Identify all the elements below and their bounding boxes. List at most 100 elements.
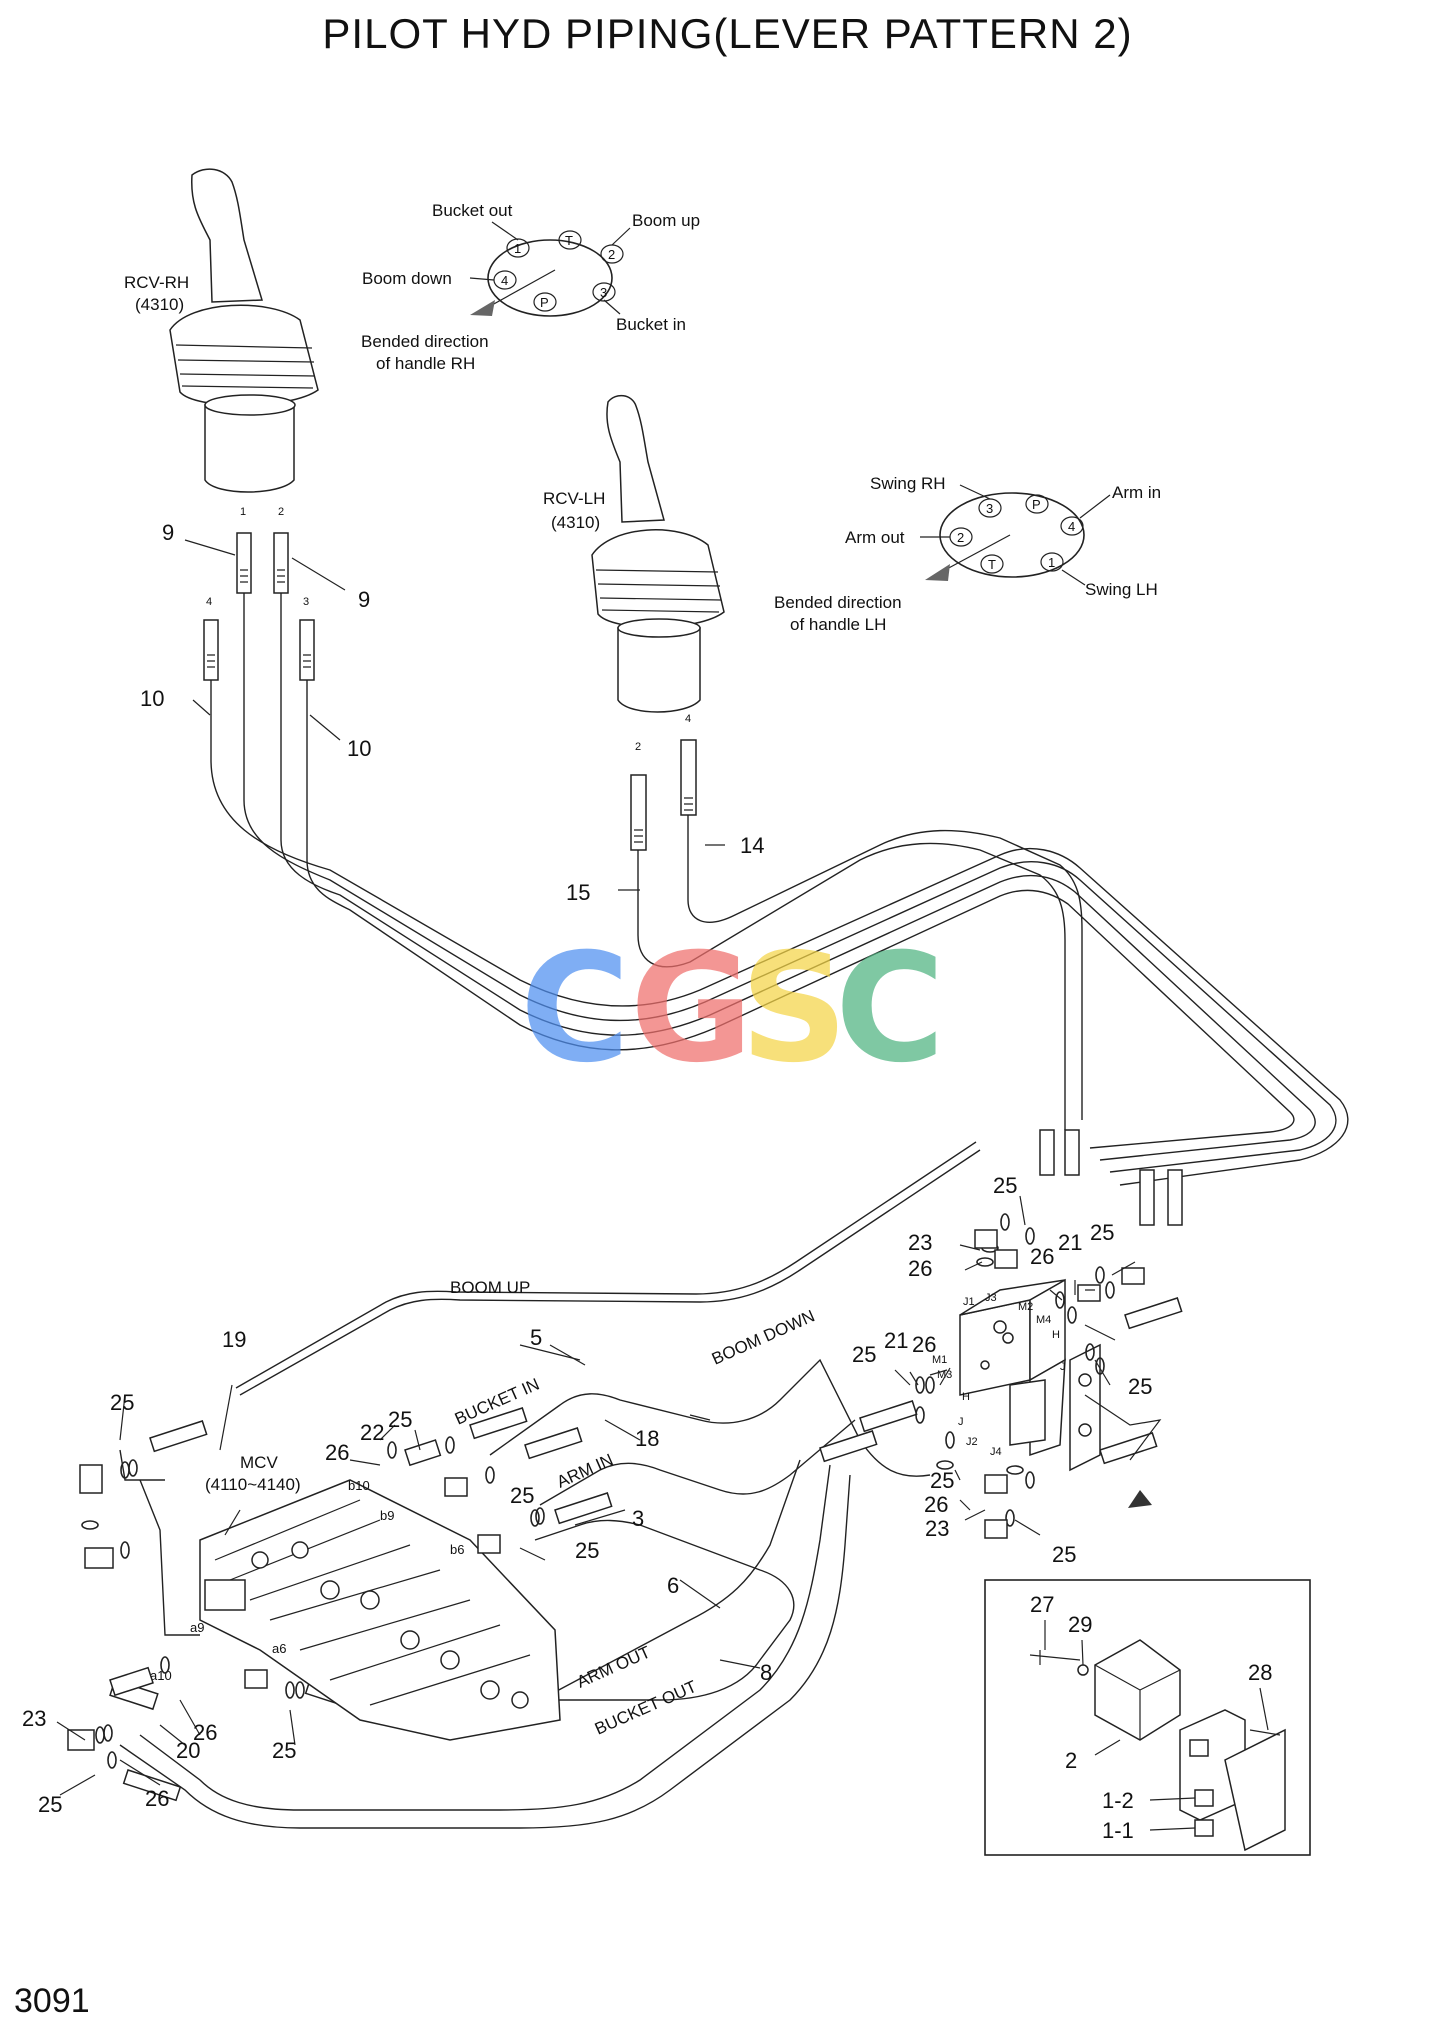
callout-25-8: 25 bbox=[1090, 1220, 1114, 1245]
rh-port-label-2: 2 bbox=[608, 247, 615, 262]
callout-8: 8 bbox=[760, 1660, 772, 1685]
block-port-j-right: J bbox=[1060, 1361, 1066, 1373]
lh-port-label-2: 2 bbox=[957, 530, 964, 545]
callout-28: 28 bbox=[1248, 1660, 1272, 1685]
callout-19: 19 bbox=[222, 1327, 246, 1352]
callout-22: 22 bbox=[360, 1420, 384, 1445]
callout-21-1: 21 bbox=[1058, 1230, 1082, 1255]
callout-15: 15 bbox=[566, 880, 590, 905]
swing-rh-label: Swing RH bbox=[870, 474, 946, 493]
lh-hose-bundle bbox=[637, 815, 1083, 1130]
watermark-letter-c2: C bbox=[835, 922, 945, 1096]
rh-port-diagram bbox=[469, 221, 631, 317]
block-port-j3: J3 bbox=[985, 1292, 997, 1304]
rh-port-label-1: 1 bbox=[514, 241, 521, 256]
rcv-rh-fittings bbox=[203, 532, 315, 681]
callout-1-2: 1-2 bbox=[1102, 1788, 1134, 1813]
manifold-fittings bbox=[915, 1213, 1145, 1539]
callout-25-1: 25 bbox=[110, 1390, 134, 1415]
callout-14: 14 bbox=[740, 833, 764, 858]
callout-25-11: 25 bbox=[930, 1468, 954, 1493]
callout-25-12: 25 bbox=[1052, 1542, 1076, 1567]
callout-10a: 10 bbox=[140, 686, 164, 711]
mcv-fittings bbox=[67, 1436, 545, 1769]
lh-port-diagram bbox=[920, 484, 1111, 586]
bended-direction-rh-1: Bended direction bbox=[361, 332, 489, 351]
hose-label-boom-down: BOOM DOWN bbox=[709, 1306, 818, 1368]
rh-hose-bundle bbox=[210, 593, 1349, 1186]
block-port-j1: J1 bbox=[963, 1296, 975, 1308]
hose-label-boom-up: BOOM UP bbox=[450, 1278, 530, 1297]
block-port-j4: J4 bbox=[990, 1446, 1002, 1458]
rcv-lh-name: RCV-LH bbox=[543, 489, 605, 508]
block-port-h2: H bbox=[962, 1391, 970, 1403]
callout-5: 5 bbox=[530, 1325, 542, 1350]
block-port-m4: M4 bbox=[1036, 1314, 1051, 1326]
rh-port-label-3: 3 bbox=[600, 285, 607, 300]
callout-9a: 9 bbox=[162, 520, 174, 545]
block-port-j2: J2 bbox=[966, 1436, 978, 1448]
rh-port-4: 4 bbox=[206, 596, 212, 608]
rcv-rh-joystick bbox=[169, 168, 319, 493]
hose-label-bucket-out: BUCKET OUT bbox=[592, 1677, 700, 1739]
leader-lines bbox=[56, 539, 1269, 1831]
lh-port-label-t: T bbox=[988, 557, 996, 572]
mcv-port-a9: a9 bbox=[190, 1620, 204, 1635]
callout-25-3: 25 bbox=[510, 1483, 534, 1508]
bended-direction-lh-2: of handle LH bbox=[790, 615, 886, 634]
bended-direction-lh-1: Bended direction bbox=[774, 593, 902, 612]
rcv-rh-name: RCV-RH bbox=[124, 273, 189, 292]
callout-1-1: 1-1 bbox=[1102, 1818, 1134, 1843]
mcv-port-b6: b6 bbox=[450, 1542, 464, 1557]
callout-9b: 9 bbox=[358, 587, 370, 612]
lh-port-label-1: 1 bbox=[1048, 555, 1055, 570]
manifold-block bbox=[959, 1278, 1162, 1508]
callout-23-2: 23 bbox=[925, 1516, 949, 1541]
mcv-port-a6: a6 bbox=[272, 1641, 286, 1656]
bended-direction-rh-2: of handle RH bbox=[376, 354, 475, 373]
callout-25-5: 25 bbox=[272, 1738, 296, 1763]
callout-26-2: 26 bbox=[193, 1720, 217, 1745]
lower-hoses bbox=[119, 1141, 981, 1829]
hose-label-arm-in: ARM IN bbox=[554, 1450, 616, 1492]
block-port-h1: H bbox=[1052, 1329, 1060, 1341]
rh-port-label-t: T bbox=[565, 233, 573, 248]
callout-26-5: 26 bbox=[1030, 1244, 1054, 1269]
watermark-letter-g: G bbox=[630, 922, 753, 1096]
bucket-in-label: Bucket in bbox=[616, 315, 686, 334]
block-port-m2: M2 bbox=[1018, 1301, 1033, 1313]
swing-lh-label: Swing LH bbox=[1085, 580, 1158, 599]
callout-10b: 10 bbox=[347, 736, 371, 761]
block-port-j: J bbox=[958, 1416, 964, 1428]
callout-3: 3 bbox=[632, 1506, 644, 1531]
callout-25-10: 25 bbox=[1128, 1374, 1152, 1399]
watermark-logo: C G S C bbox=[520, 922, 945, 1096]
lh-port-2: 2 bbox=[635, 741, 641, 753]
rcv-lh-code: (4310) bbox=[551, 513, 600, 532]
callout-29: 29 bbox=[1068, 1612, 1092, 1637]
page-number: 3091 bbox=[14, 1982, 90, 2020]
callout-25-2: 25 bbox=[388, 1407, 412, 1432]
rcv-lh-fittings bbox=[630, 739, 697, 851]
rcv-lh-joystick bbox=[591, 394, 725, 713]
mcv-valve bbox=[199, 1479, 561, 1741]
boom-down-label: Boom down bbox=[362, 269, 452, 288]
hose-label-arm-out: ARM OUT bbox=[574, 1642, 653, 1691]
mcv-port-b9: b9 bbox=[380, 1508, 394, 1523]
rcv-rh-code: (4310) bbox=[135, 295, 184, 314]
mcv-code: (4110~4140) bbox=[205, 1475, 301, 1494]
mcv-name: MCV bbox=[240, 1453, 278, 1472]
callout-27: 27 bbox=[1030, 1592, 1054, 1617]
rh-port-3: 3 bbox=[303, 596, 309, 608]
detail-inset bbox=[984, 1579, 1311, 1856]
bucket-out-label: Bucket out bbox=[432, 201, 513, 220]
rh-port-2: 2 bbox=[278, 506, 284, 518]
callout-20: 20 bbox=[176, 1738, 200, 1763]
rh-port-label-4: 4 bbox=[501, 273, 508, 288]
callout-26-6: 26 bbox=[912, 1332, 936, 1357]
lh-port-label-p: P bbox=[1032, 497, 1041, 512]
callout-25-4: 25 bbox=[575, 1538, 599, 1563]
callout-25-6: 25 bbox=[38, 1792, 62, 1817]
block-port-m1: M1 bbox=[932, 1354, 947, 1366]
callout-26-3: 26 bbox=[145, 1786, 169, 1811]
